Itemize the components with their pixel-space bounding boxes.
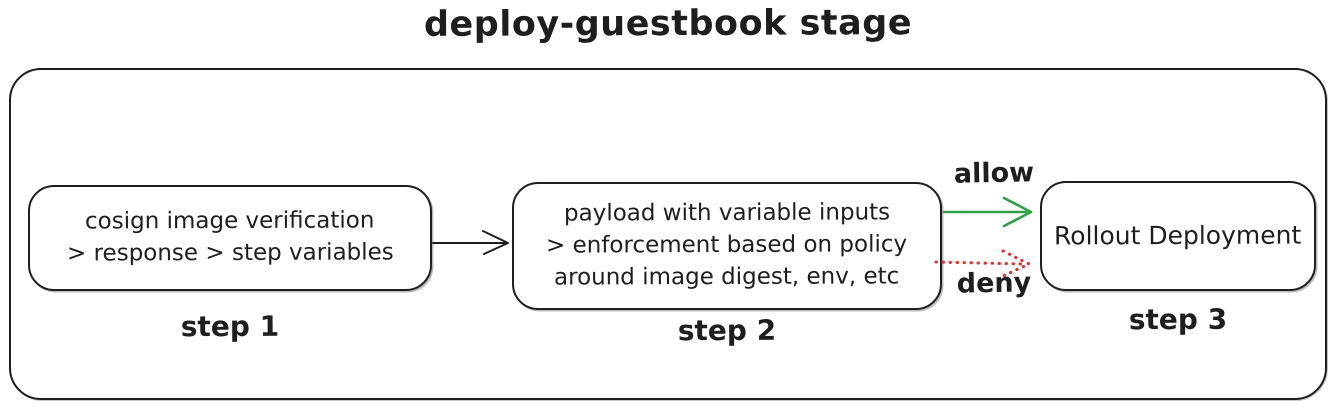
stage-boundary-box (9, 68, 1327, 400)
step3-label: step 3 (1128, 302, 1228, 337)
node-step1-cosign-verification: cosign image verification > response > s… (28, 185, 432, 291)
step2-label: step 2 (677, 313, 777, 348)
diagram-title: deploy-guestbook stage (423, 3, 913, 45)
node-step2-policy-enforcement: payload with variable inputs > enforceme… (512, 182, 942, 310)
step1-label: step 1 (180, 309, 280, 344)
node-text-line: > response > step variables (66, 239, 394, 267)
allow-edge-label: allow (953, 157, 1035, 190)
node-text-line: payload with variable inputs (563, 199, 891, 227)
node-text-line: Rollout Deployment (1054, 220, 1302, 251)
node-text-line: > enforcement based on policy (546, 231, 908, 259)
node-text-line: around image digest, env, etc (554, 263, 900, 291)
node-step3-rollout-deployment: Rollout Deployment (1040, 181, 1316, 291)
deny-edge-label: deny (956, 267, 1032, 300)
node-text-line: cosign image verification (85, 207, 375, 235)
